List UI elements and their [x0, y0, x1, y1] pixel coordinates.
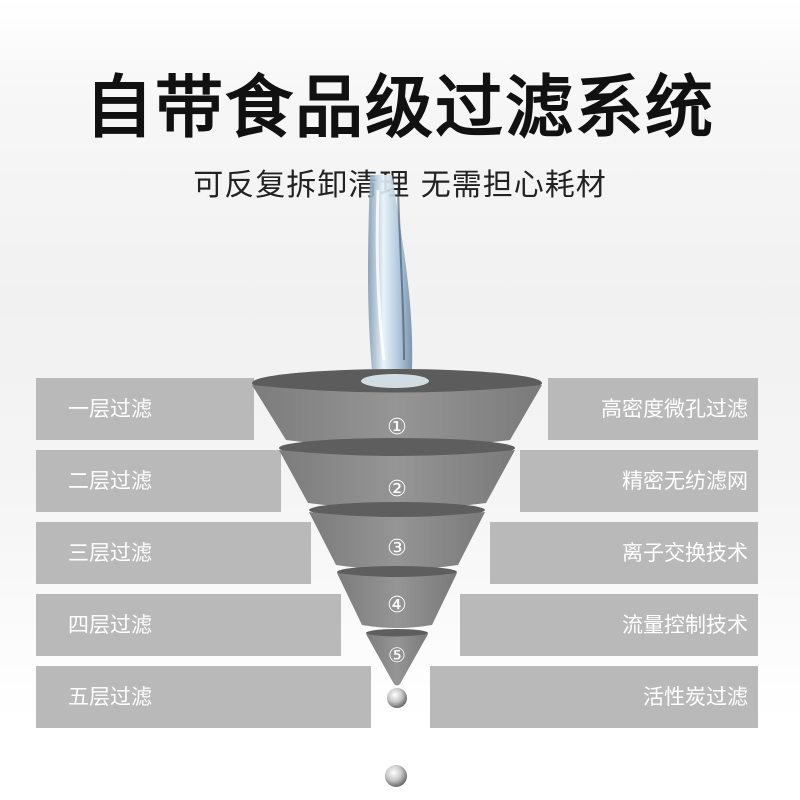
- layer-5-right-bar: 活性炭过滤: [430, 666, 758, 728]
- layer-5-number: ⑤: [388, 643, 406, 667]
- bowl-5-rim: [366, 629, 428, 637]
- layer-2-right-label: 精密无纺滤网: [622, 469, 748, 493]
- bowl-5-body: [366, 634, 428, 686]
- page-subtitle: 可反复拆卸清理 无需担心耗材: [193, 168, 607, 203]
- layer-1-right-bar: 高密度微孔过滤: [548, 378, 758, 440]
- layer-4-right-label: 流量控制技术: [622, 613, 748, 637]
- layer-4-left-bar: 四层过滤: [36, 594, 341, 656]
- layer-4-number: ④: [387, 593, 407, 618]
- bowl-3-body: [309, 512, 485, 570]
- layer-3-right-label: 离子交换技术: [622, 541, 748, 565]
- layer-3-left-label: 三层过滤: [68, 541, 152, 565]
- water-drop-upper: [387, 688, 407, 708]
- layer-4-left-label: 四层过滤: [68, 613, 152, 637]
- layer-2-right-bar: 精密无纺滤网: [520, 450, 758, 512]
- bowl-1-body: [252, 385, 542, 448]
- layer-5-right-label: 活性炭过滤: [643, 685, 748, 709]
- layer-4-right-bar: 流量控制技术: [460, 594, 758, 656]
- bowl-4-rim: [337, 566, 457, 578]
- bowl-3-rim: [309, 502, 485, 518]
- water-splash: [361, 374, 429, 388]
- layer-1-right-label: 高密度微孔过滤: [601, 397, 748, 421]
- bowl-2-body: [279, 450, 515, 509]
- water-drop-lower: [385, 765, 407, 787]
- layer-5-left-bar: 五层过滤: [36, 666, 371, 728]
- layer-5-left-label: 五层过滤: [68, 685, 152, 709]
- layer-3-right-bar: 离子交换技术: [490, 522, 758, 584]
- page-title: 自带食品级过滤系统: [84, 69, 715, 148]
- layer-1-number: ①: [387, 415, 407, 440]
- layer-1-left-bar: 一层过滤: [36, 378, 254, 440]
- layer-2-number: ②: [387, 477, 407, 502]
- bowl-4-body: [337, 573, 457, 628]
- layer-3-number: ③: [387, 536, 407, 561]
- water-stream-highlight: [375, 189, 386, 361]
- bowl-2-rim: [279, 438, 515, 458]
- layer-2-left-bar: 二层过滤: [36, 450, 281, 512]
- water-stream: [368, 175, 413, 370]
- water-stream-shadow: [397, 189, 405, 361]
- layer-2-left-label: 二层过滤: [68, 469, 152, 493]
- layer-3-left-bar: 三层过滤: [36, 522, 311, 584]
- layer-1-left-label: 一层过滤: [68, 397, 152, 421]
